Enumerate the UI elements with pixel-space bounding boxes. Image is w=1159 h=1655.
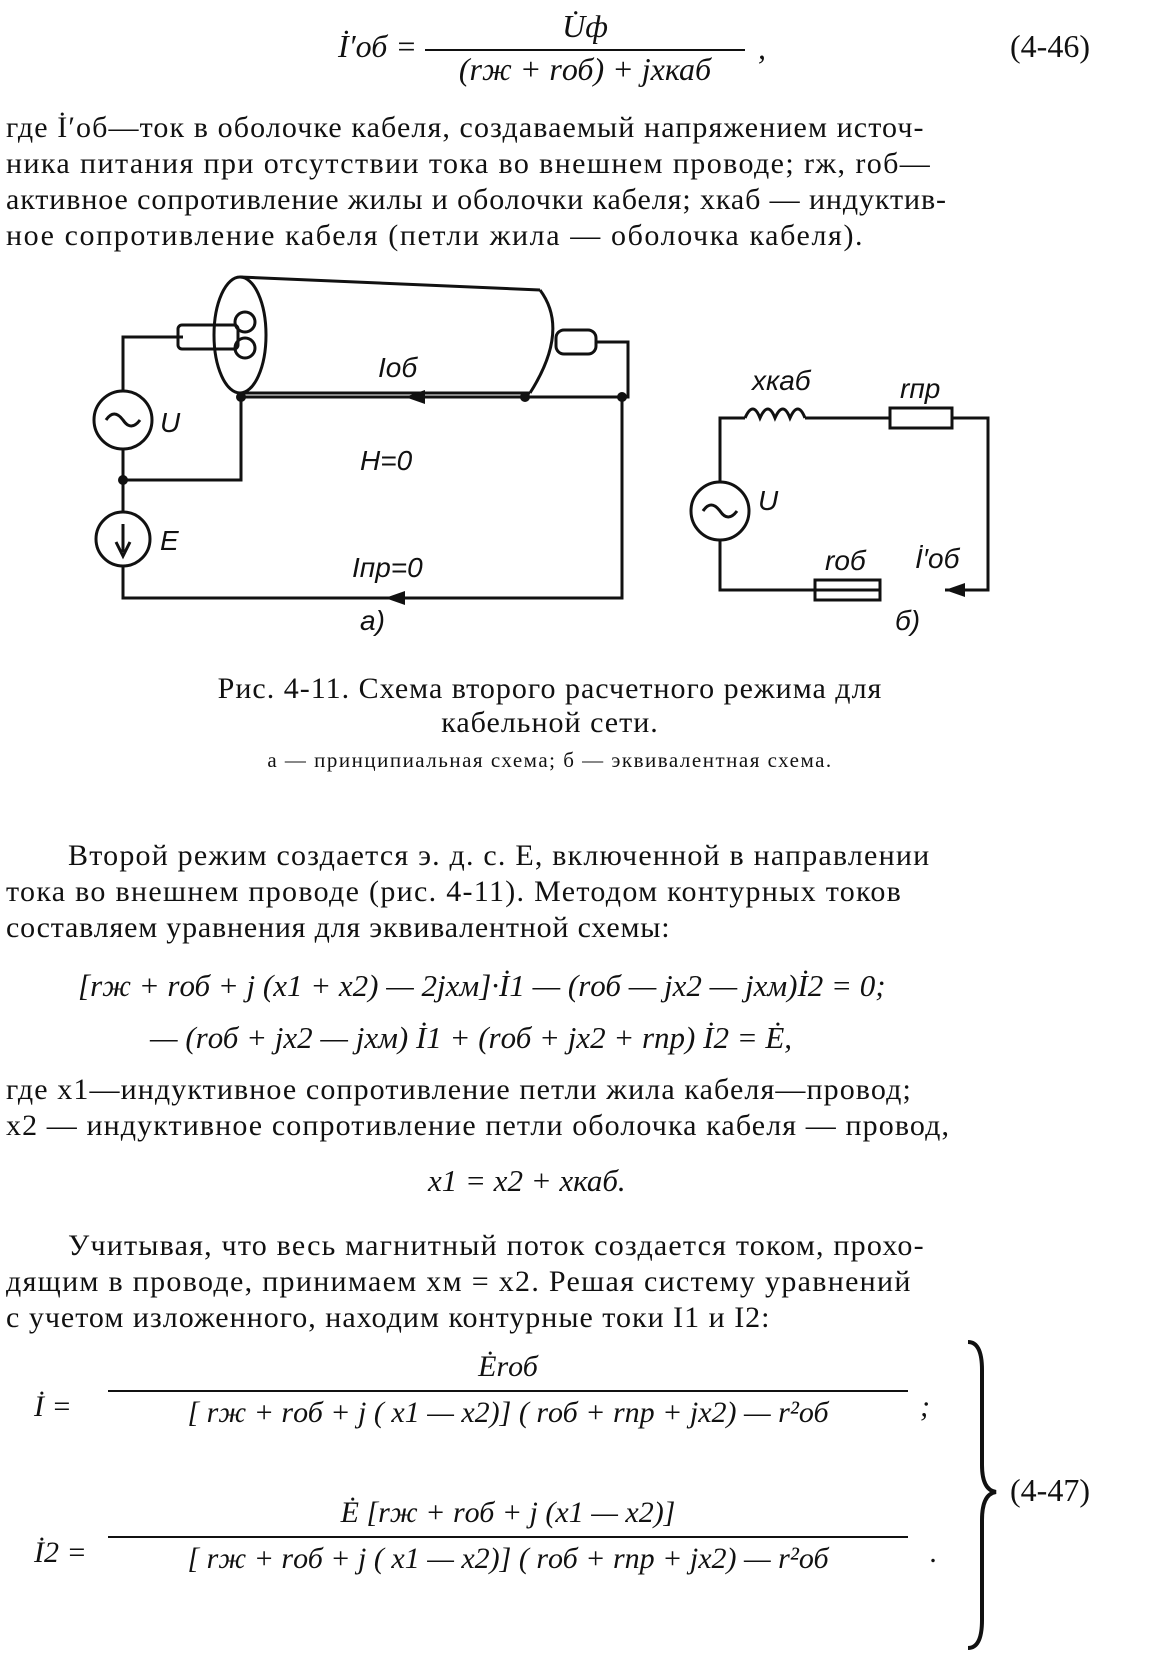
equation-4-46: İ′об = U̇ф (rж + rоб) + jxкаб , (4-46): [0, 8, 1159, 100]
label-E-a: E: [160, 525, 179, 556]
eq-4-47-brace: [967, 1340, 997, 1650]
figure-4-11: Iоб H=0 Iпр=0 U E а) xкаб rпр U rоб İ′об…: [92, 275, 990, 636]
para3-line1: где x1—индуктивное сопротивление петли ж…: [6, 1073, 912, 1106]
equation-system: [rж + rоб + j (x1 + x2) — 2jxм]·İ1 — (rо…: [0, 960, 1159, 1064]
inductor-x-kab: [743, 407, 807, 422]
wire-far-end: [596, 340, 630, 399]
core-conductor-1: [233, 310, 257, 334]
wire-sheath-link: [123, 397, 243, 482]
eq-4-46-numerator: U̇ф: [562, 8, 608, 44]
para1-line3: активное сопротивление жилы и оболочки к…: [6, 183, 947, 216]
para4-line3: с учетом изложенного, находим контурные …: [6, 1301, 771, 1334]
eq-4-47-number: (4-47): [1010, 1472, 1090, 1508]
cable-far-end: [528, 289, 555, 394]
arrow-I-ob: [405, 390, 425, 404]
label-r-pr: rпр: [900, 373, 940, 404]
core-stub: [176, 323, 240, 351]
label-H: H=0: [360, 445, 413, 476]
para3-line2: x2 — индуктивное сопротивление петли обо…: [6, 1109, 951, 1142]
label-U-a: U: [160, 407, 181, 438]
resistor-r-ob: [813, 578, 882, 602]
system-eq2: — (rоб + jx2 — jxм) İ1 + (rоб + jx2 + rп…: [150, 1020, 793, 1055]
para1-line4: ное сопротивление кабеля (петли жила — о…: [6, 219, 865, 252]
far-core-stub: [554, 328, 598, 356]
source-U-tilde-b: [701, 503, 739, 519]
para2-line3: составляем уравнения для эквивалентной с…: [6, 911, 671, 944]
source-U-tilde: [104, 412, 142, 428]
node-1: [236, 392, 246, 402]
eq-4-47-den2: [ rж + rоб + j ( x1 — x2)] ( rоб + rпр +…: [108, 1536, 908, 1576]
figure-caption: Рис. 4-11. Схема второго расчетного режи…: [80, 672, 1020, 740]
equation-4-47: İ = Ėrоб [ rж + rоб + j ( x1 — x2)] ( rо…: [0, 1340, 1159, 1650]
caption-line1: Рис. 4-11. Схема второго расчетного режи…: [217, 672, 883, 705]
panel-a-label: а): [360, 605, 385, 636]
resistor-r-pr: [888, 406, 954, 430]
eq-4-47-lhs2: İ2 =: [34, 1536, 87, 1569]
paragraph-3: где x1—индуктивное сопротивление петли ж…: [6, 1072, 1096, 1144]
para1-line1: где İ′об—ток в оболочке кабеля, создавае…: [6, 111, 925, 144]
cable-end-ellipse: [212, 275, 268, 395]
node-4: [118, 475, 128, 485]
eq-4-46-number: (4-46): [1010, 28, 1090, 64]
node-2: [520, 392, 530, 402]
paragraph-4: Учитывая, что весь магнитный поток созда…: [6, 1228, 1096, 1336]
panel-b-label: б): [895, 605, 920, 636]
arrow-I-pr: [385, 591, 405, 605]
cable-body: [239, 275, 541, 395]
paragraph-2: Второй режим создается э. д. с. E, включ…: [6, 838, 1096, 946]
eq-4-47-num1: Ėrоб: [478, 1350, 538, 1383]
eq-4-46-fraction: U̇ф (rж + rоб) + jxкаб: [425, 8, 745, 88]
label-x-kab: xкаб: [750, 365, 812, 396]
label-I-ob-b: İ′об: [915, 543, 961, 574]
para2-line2: тока во внешнем проводе (рис. 4-11). Мет…: [6, 875, 903, 908]
eq-4-47-trail1: ;: [920, 1390, 930, 1423]
arrow-I-ob-b: [945, 583, 965, 597]
eq-4-47-lhs1: İ =: [34, 1390, 72, 1423]
eq-4-47-trail2: .: [930, 1536, 938, 1569]
source-E-arrow: [114, 524, 132, 560]
para4-line2: дящим в проводе, принимаем xм = x2. Реша…: [6, 1265, 912, 1298]
label-r-ob: rоб: [825, 545, 867, 576]
para1-line2: ника питания при отсутствии тока во внеш…: [6, 147, 932, 180]
label-I-pr: Iпр=0: [352, 552, 423, 583]
eq-4-46-comma: ,: [758, 30, 766, 66]
para4-line1: Учитывая, что весь магнитный поток созда…: [68, 1229, 925, 1262]
equation-x1: x1 = x2 + xкаб.: [428, 1163, 626, 1198]
wire-left-bottom: [121, 397, 624, 600]
caption-subtitle: а — принципиальная схема; б — эквивалент…: [267, 748, 833, 772]
caption-line2: кабельной сети.: [441, 706, 659, 739]
eq-4-47-den1: [ rж + rоб + j ( x1 — x2)] ( rоб + rпр +…: [108, 1390, 908, 1430]
eq-4-47-frac2: Ė [rж + rоб + j (x1 — x2)] [ rж + rоб + …: [108, 1496, 908, 1576]
eq-4-46-lhs: İ′об =: [338, 28, 417, 64]
loop-b: [718, 416, 990, 592]
source-U-circle-b: [689, 480, 751, 542]
eq-4-46-denominator: (rж + rоб) + jxкаб: [425, 49, 745, 88]
eq-4-47-num2: Ė [rж + rоб + j (x1 — x2)]: [340, 1496, 676, 1529]
paragraph-1: где İ′об—ток в оболочке кабеля, создавае…: [6, 110, 1096, 254]
eq-4-47-frac1: Ėrоб [ rж + rоб + j ( x1 — x2)] ( rоб + …: [108, 1350, 908, 1430]
system-eq1: [rж + rоб + j (x1 + x2) — 2jxм]·İ1 — (rо…: [78, 968, 886, 1003]
wire-left-top: [121, 335, 183, 390]
label-U-b: U: [758, 485, 779, 516]
para2-line1: Второй режим создается э. д. с. E, включ…: [68, 839, 931, 872]
node-3: [617, 392, 627, 402]
label-I-ob-a: Iоб: [378, 352, 418, 383]
